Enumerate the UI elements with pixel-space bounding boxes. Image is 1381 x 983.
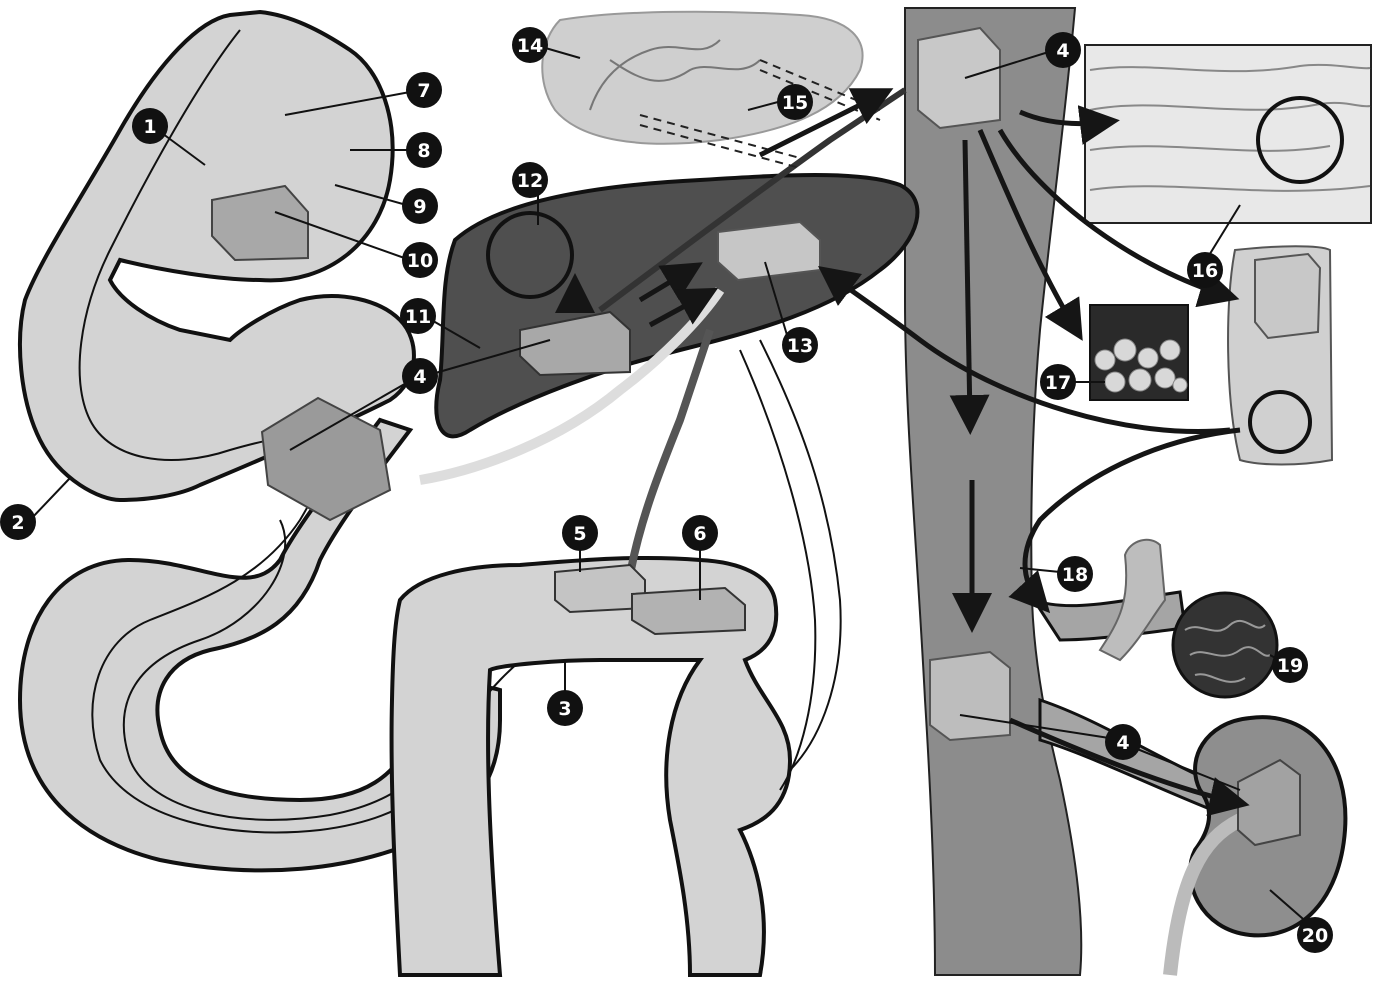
marker-8-label: 8 [417, 140, 430, 162]
marker-20-label: 20 [1302, 925, 1328, 947]
marker-4-liver: 4 [402, 358, 438, 394]
trachea [1100, 540, 1165, 660]
marker-19-label: 19 [1277, 655, 1303, 677]
marker-2-label: 2 [11, 512, 24, 534]
marker-15-label: 15 [782, 92, 808, 114]
marker-11: 11 [400, 298, 436, 334]
marker-6-label: 6 [693, 523, 706, 545]
marker-16-label: 16 [1192, 260, 1218, 282]
adipose-tissue [542, 12, 862, 144]
marker-3-label: 3 [558, 698, 571, 720]
marker-4-kidney: 4 [1105, 724, 1141, 760]
marker-4-kidney-label: 4 [1116, 732, 1129, 754]
marker-10: 10 [402, 242, 438, 278]
marker-2: 2 [0, 504, 36, 540]
marker-4-liver-label: 4 [413, 366, 426, 388]
marker-1-label: 1 [143, 116, 156, 138]
marker-14: 14 [512, 27, 548, 63]
marker-18: 18 [1057, 556, 1093, 592]
blood-vessel [905, 8, 1081, 975]
marker-9-label: 9 [413, 196, 426, 218]
marker-10-label: 10 [407, 250, 433, 272]
marker-7-label: 7 [417, 80, 430, 102]
marker-13-label: 13 [787, 335, 813, 357]
marker-4-vessel-label: 4 [1056, 40, 1069, 62]
marker-17-label: 17 [1045, 372, 1071, 394]
marker-4-vessel: 4 [1045, 32, 1081, 68]
marker-11-label: 11 [405, 306, 431, 328]
marker-13: 13 [782, 327, 818, 363]
box-16-cell [1255, 254, 1320, 338]
marker-3: 3 [547, 690, 583, 726]
box-13-liver [718, 222, 820, 280]
marker-17: 17 [1040, 364, 1076, 400]
marker-5: 5 [562, 515, 598, 551]
marker-6: 6 [682, 515, 718, 551]
marker-18-label: 18 [1062, 564, 1088, 586]
marker-7: 7 [406, 72, 442, 108]
marker-15: 15 [777, 84, 813, 120]
marker-1: 1 [132, 108, 168, 144]
box-4-vessel-bottom [930, 652, 1010, 740]
box-6 [632, 588, 745, 634]
marker-12-label: 12 [517, 170, 543, 192]
marker-16: 16 [1187, 252, 1223, 288]
marker-19: 19 [1272, 647, 1308, 683]
marker-5-label: 5 [573, 523, 586, 545]
marker-14-label: 14 [517, 35, 543, 57]
marker-8: 8 [406, 132, 442, 168]
marker-12: 12 [512, 162, 548, 198]
liver [436, 175, 917, 436]
marker-9: 9 [402, 188, 438, 224]
box-4-vessel-top [918, 28, 1000, 128]
box-10 [212, 186, 308, 260]
marker-20: 20 [1297, 917, 1333, 953]
